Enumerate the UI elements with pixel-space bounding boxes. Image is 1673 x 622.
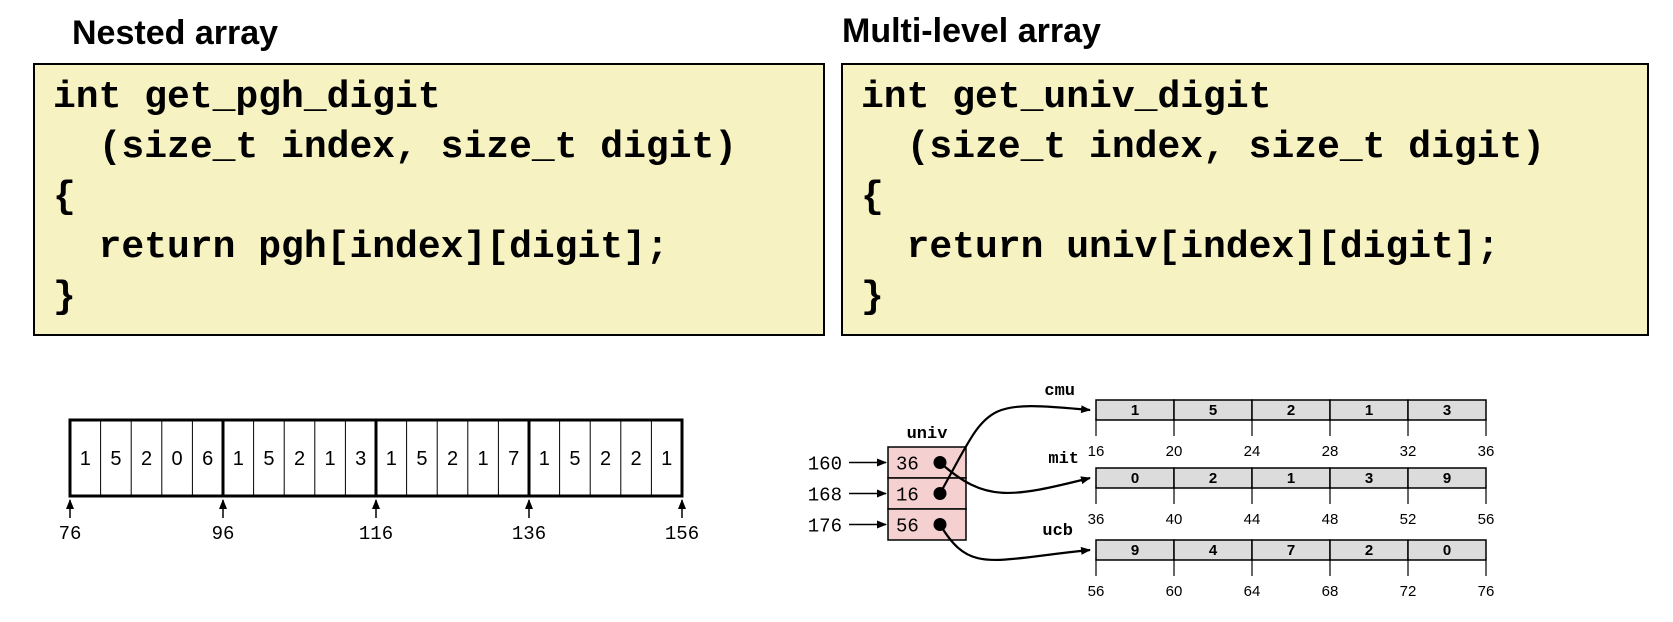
- code-line: {: [53, 176, 76, 219]
- row-cell-value: 9: [1443, 470, 1451, 487]
- row-address-label: 32: [1400, 443, 1417, 460]
- digit-cell: 1: [386, 448, 397, 470]
- address-label: 136: [512, 523, 546, 545]
- digit-cell: 6: [202, 448, 213, 470]
- row-address-label: 16: [1088, 443, 1105, 460]
- row-cell-value: 0: [1131, 470, 1139, 487]
- row-address-label: 44: [1244, 511, 1261, 528]
- digit-cell: 1: [80, 448, 91, 470]
- row-cell-value: 4: [1209, 542, 1218, 559]
- nested-array-code: int get_pgh_digit (size_t index, size_t …: [53, 73, 737, 323]
- pointer-arrow: [939, 405, 1091, 495]
- univ-label: univ: [907, 425, 948, 444]
- row-label-mit: mit: [1048, 450, 1079, 469]
- digit-cell: 5: [110, 448, 121, 470]
- code-line: {: [861, 176, 884, 219]
- row-address-label: 60: [1166, 583, 1183, 600]
- address-label: 96: [212, 523, 235, 545]
- row-address-label: 72: [1400, 583, 1417, 600]
- digit-cell: 0: [172, 448, 183, 470]
- code-line: }: [53, 276, 76, 319]
- code-line: return univ[index][digit];: [861, 226, 1500, 269]
- address-label: 116: [359, 523, 393, 545]
- pointer-cell: [887, 508, 967, 541]
- row-cell-value: 0: [1443, 542, 1451, 559]
- row-address-label: 56: [1478, 511, 1495, 528]
- row-address-label: 64: [1244, 583, 1261, 600]
- row-address-label: 48: [1322, 511, 1339, 528]
- digit-cell: 1: [539, 448, 550, 470]
- row-cell: [1407, 539, 1487, 561]
- digit-cell: 1: [478, 448, 489, 470]
- row-address-label: 68: [1322, 583, 1339, 600]
- row-cell-value: 1: [1131, 402, 1139, 419]
- pointer-value: 16: [896, 485, 919, 507]
- row-address-label: 52: [1400, 511, 1417, 528]
- digit-cell: 7: [508, 448, 519, 470]
- row-cell-value: 2: [1209, 470, 1217, 487]
- pointer-value: 56: [896, 516, 919, 538]
- digit-cell: 2: [631, 448, 642, 470]
- pointer-arrow: [939, 523, 1091, 562]
- row-label-ucb: ucb: [1042, 522, 1073, 541]
- row-cell-value: 2: [1287, 402, 1295, 419]
- code-line: }: [861, 276, 884, 319]
- digit-cell: 2: [141, 448, 152, 470]
- digit-cell: 3: [355, 448, 366, 470]
- code-line: return pgh[index][digit];: [53, 226, 669, 269]
- row-address-label: 36: [1478, 443, 1495, 460]
- row-cell-value: 3: [1365, 470, 1373, 487]
- digit-cell: 1: [325, 448, 336, 470]
- digit-cell: 2: [447, 448, 458, 470]
- nested-array-heading: Nested array: [72, 14, 279, 52]
- row-cell-value: 9: [1131, 542, 1139, 559]
- pointer-value: 36: [896, 454, 919, 476]
- row-cell-value: 1: [1287, 470, 1295, 487]
- pointer-address-label: 160: [808, 454, 842, 476]
- row-cell-value: 5: [1209, 402, 1217, 419]
- row-cell: [1407, 399, 1487, 421]
- address-label: 76: [59, 523, 82, 545]
- row-address-label: 76: [1478, 583, 1495, 600]
- row-address-label: 40: [1166, 511, 1183, 528]
- row-cell-value: 2: [1365, 542, 1373, 559]
- address-label: 156: [665, 523, 699, 545]
- row-address-label: 20: [1166, 443, 1183, 460]
- row-label-cmu: cmu: [1044, 382, 1075, 401]
- row-cell-value: 7: [1287, 542, 1295, 559]
- digit-cell: 5: [416, 448, 427, 470]
- pointer-arrow: [939, 461, 1091, 495]
- row-address-label: 36: [1088, 511, 1105, 528]
- row-cell-value: 1: [1365, 402, 1373, 419]
- multilevel-array-code: int get_univ_digit (size_t index, size_t…: [861, 73, 1545, 323]
- row-cell-value: 3: [1443, 402, 1451, 419]
- code-line: int get_pgh_digit: [53, 76, 441, 119]
- digit-cell: 1: [661, 448, 672, 470]
- digit-cell: 5: [569, 448, 580, 470]
- pointer-address-label: 176: [808, 516, 842, 538]
- code-line: (size_t index, size_t digit): [53, 126, 738, 169]
- code-line: (size_t index, size_t digit): [861, 126, 1546, 169]
- digit-cell: 2: [600, 448, 611, 470]
- nested-array-code-box: int get_pgh_digit (size_t index, size_t …: [33, 63, 825, 336]
- multilevel-array-code-box: int get_univ_digit (size_t index, size_t…: [841, 63, 1649, 336]
- code-line: int get_univ_digit: [861, 76, 1272, 119]
- row-address-label: 28: [1322, 443, 1339, 460]
- pointer-address-label: 168: [808, 485, 842, 507]
- digit-cell: 2: [294, 448, 305, 470]
- digit-cell: 1: [233, 448, 244, 470]
- multilevel-array-heading: Multi-level array: [842, 12, 1101, 50]
- row-address-label: 24: [1244, 443, 1261, 460]
- digit-cell: 5: [263, 448, 274, 470]
- row-cell: [1407, 467, 1487, 489]
- row-address-label: 56: [1088, 583, 1105, 600]
